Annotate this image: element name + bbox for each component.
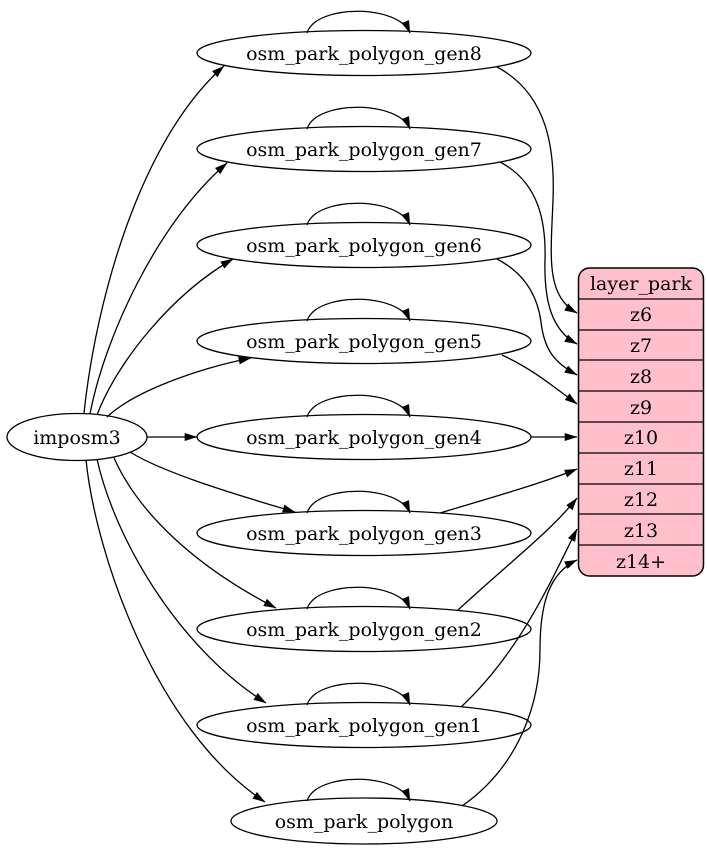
self-loop-polygon — [306, 778, 411, 802]
gen2-label: osm_park_polygon_gen2 — [246, 619, 482, 641]
layer-park-row-z10: z10 — [624, 427, 658, 449]
edge-gen7-to-z7 — [499, 161, 578, 345]
gen4-label: osm_park_polygon_gen4 — [246, 427, 482, 449]
self-loop-gen4 — [306, 394, 411, 418]
layer-park-row-z11: z11 — [624, 458, 658, 480]
polygon-ellipse — [230, 797, 498, 845]
edge-imposm3-to-gen8 — [83, 65, 225, 414]
imposm3-label: imposm3 — [33, 427, 121, 449]
node-osm-park-polygon-gen1: osm_park_polygon_gen1 — [196, 701, 532, 749]
self-loop-gen1 — [306, 682, 411, 706]
node-imposm3: imposm3 — [6, 412, 148, 462]
layer-park-row-z7: z7 — [630, 335, 652, 357]
edge-imposm3-to-polygon — [85, 459, 266, 803]
gen8-label: osm_park_polygon_gen8 — [246, 43, 482, 65]
edge-gen3-to-z11 — [439, 468, 578, 514]
edge-gen8-to-z6 — [496, 66, 578, 314]
edge-imposm3-to-gen5 — [106, 356, 252, 418]
gen1-ellipse — [196, 701, 532, 749]
edge-imposm3-to-gen7 — [89, 162, 228, 415]
gen7-ellipse — [196, 125, 532, 173]
gen7-label: osm_park_polygon_gen7 — [246, 139, 482, 161]
edge-imposm3-to-gen2 — [113, 457, 277, 609]
polygon-label: osm_park_polygon — [275, 811, 454, 833]
layer-park-row-z14plus: z14+ — [616, 551, 666, 573]
edge-gen5-to-z9 — [501, 354, 578, 405]
node-osm-park-polygon-gen5: osm_park_polygon_gen5 — [196, 317, 532, 365]
node-osm-park-polygon-gen4: osm_park_polygon_gen4 — [196, 413, 532, 461]
self-loop-gen3 — [306, 490, 411, 514]
layer-park-title: layer_park — [590, 273, 693, 295]
node-osm-park-polygon-gen2: osm_park_polygon_gen2 — [196, 605, 532, 653]
layer-park-row-z8: z8 — [630, 366, 652, 388]
gen6-label: osm_park_polygon_gen6 — [246, 235, 482, 257]
gen6-ellipse — [196, 221, 532, 269]
self-loop-gen7 — [306, 106, 411, 130]
gen3-label: osm_park_polygon_gen3 — [246, 523, 482, 545]
gen8-ellipse — [196, 29, 532, 77]
gen3-ellipse — [196, 509, 532, 557]
node-osm-park-polygon-gen8: osm_park_polygon_gen8 — [196, 29, 532, 77]
layer-park-row-z12: z12 — [624, 489, 658, 511]
gen5-label: osm_park_polygon_gen5 — [246, 331, 482, 353]
edge-polygon-to-z14plus — [461, 559, 578, 807]
self-loop-gen5 — [306, 298, 411, 322]
edge-imposm3-to-gen3 — [129, 451, 296, 513]
node-osm-park-polygon-gen6: osm_park_polygon_gen6 — [196, 221, 532, 269]
edge-imposm3-to-gen6 — [96, 258, 234, 416]
edge-gen2-to-z12 — [457, 497, 578, 611]
node-osm-park-polygon: osm_park_polygon — [230, 797, 498, 845]
self-loop-gen6 — [306, 202, 411, 226]
gen2-ellipse — [196, 605, 532, 653]
gen5-ellipse — [196, 317, 532, 365]
edge-gen1-to-z13 — [460, 528, 578, 708]
layer-park-row-z13: z13 — [624, 520, 658, 542]
self-loop-gen2 — [306, 586, 411, 610]
edge-gen6-to-z8 — [496, 258, 578, 376]
layer-park-row-z6: z6 — [630, 304, 652, 326]
node-osm-park-polygon-gen3: osm_park_polygon_gen3 — [196, 509, 532, 557]
node-layer-park: layer_park z6 z7 z8 z9 z10 z11 z12 z13 z… — [577, 267, 705, 577]
gen1-label: osm_park_polygon_gen1 — [246, 715, 482, 737]
edge-imposm3-to-gen1 — [96, 458, 267, 704]
node-osm-park-polygon-gen7: osm_park_polygon_gen7 — [196, 125, 532, 173]
self-loop-gen8 — [306, 10, 411, 34]
layer-park-row-z9: z9 — [630, 397, 652, 419]
